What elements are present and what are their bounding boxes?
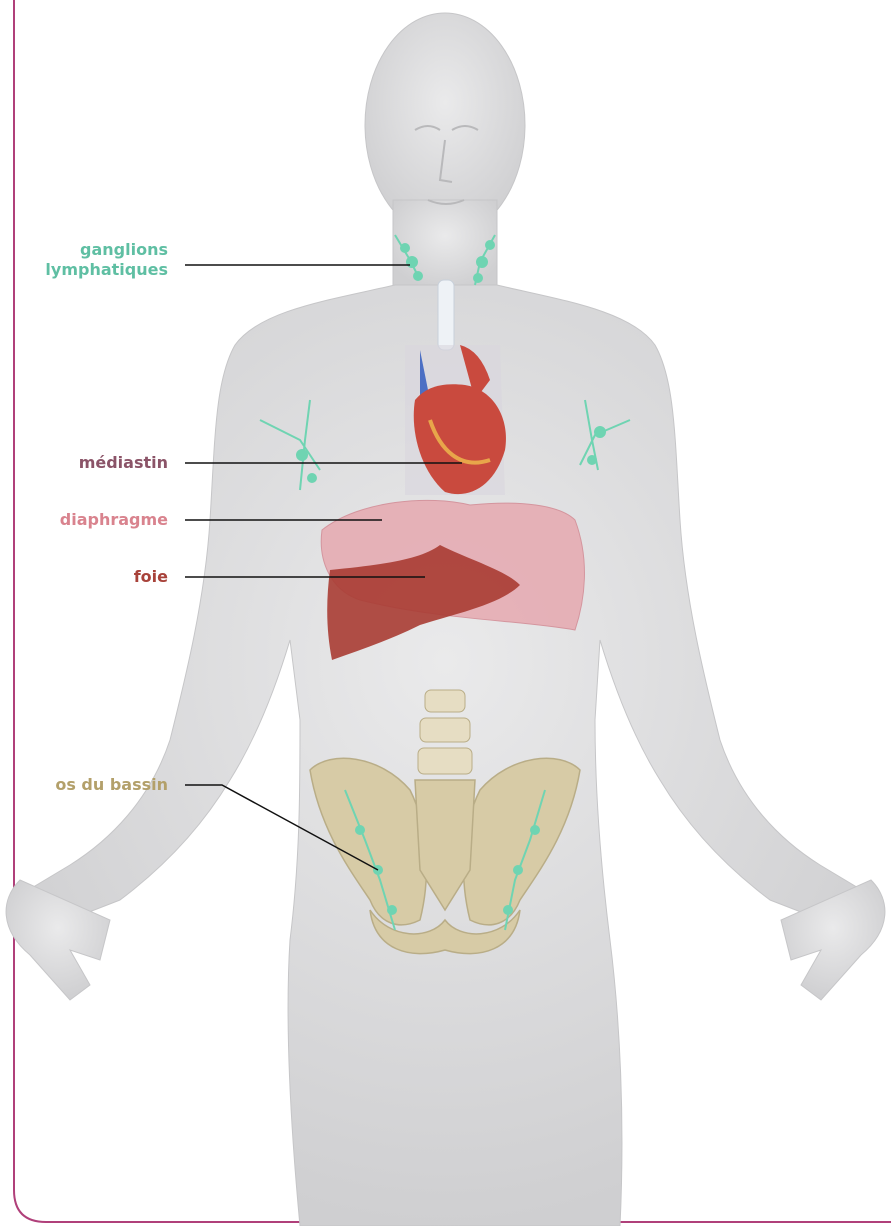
label-ganglions-lymphatiques: ganglions lymphatiques (45, 240, 168, 280)
label-diaphragme: diaphragme (60, 510, 168, 530)
label-foie: foie (134, 567, 168, 587)
lumbar-spine (418, 690, 472, 774)
label-ganglions-line2: lymphatiques (45, 260, 168, 280)
heart (405, 345, 506, 495)
trachea (438, 280, 454, 350)
body-silhouette (6, 13, 885, 1226)
label-mediastin: médiastin (79, 453, 168, 473)
label-ganglions-line1: ganglions (45, 240, 168, 260)
label-os-du-bassin: os du bassin (55, 775, 168, 795)
